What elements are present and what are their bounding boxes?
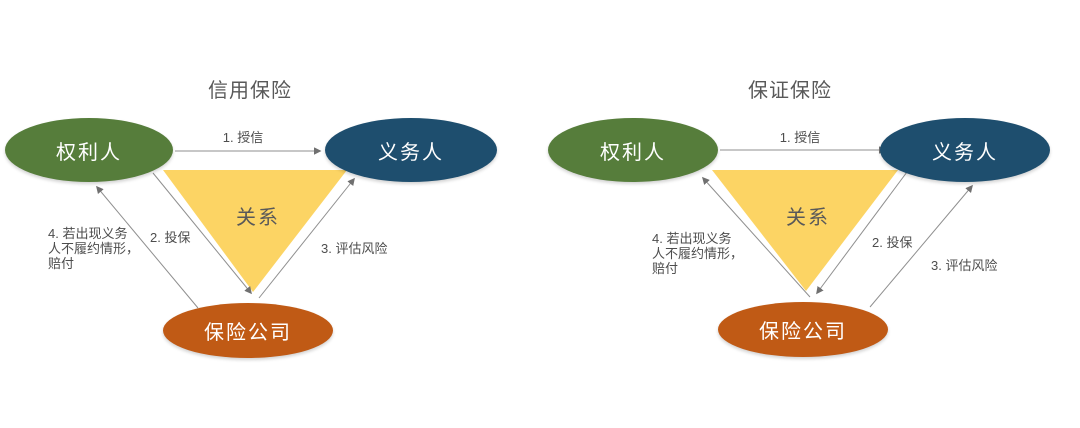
arrow-label-compensate: 4. 若出现义务 人不履约情形， 赔付 <box>652 231 748 276</box>
relationship-triangle <box>712 170 898 291</box>
node-obligee-label: 权利人 <box>600 141 666 164</box>
node-obligor-label: 义务人 <box>378 141 444 164</box>
compensate-line-2: 人不履约情形， <box>48 241 140 256</box>
compensate-line-1: 4. 若出现义务 <box>48 226 128 241</box>
compensate-line-1: 4. 若出现义务 <box>652 231 732 246</box>
triangle-label: 关系 <box>786 207 830 229</box>
arrow-compensate <box>701 176 811 298</box>
arrow-label-grant-credit: 1. 授信 <box>222 130 264 145</box>
connector-layer <box>96 147 355 309</box>
node-obligor: 义务人 <box>880 118 1050 182</box>
compensate-line-3: 赔付 <box>48 256 75 271</box>
arrow-label-assess-risk: 3. 评估风险 <box>321 241 388 256</box>
diagram-title: 保证保险 <box>748 80 832 102</box>
arrow-insure <box>816 171 908 295</box>
node-insurer-label: 保险公司 <box>759 321 847 343</box>
node-obligee: 权利人 <box>548 118 718 182</box>
diagram-title: 信用保险 <box>208 80 292 102</box>
node-obligee-label: 权利人 <box>56 141 122 164</box>
arrow-label-insure: 2. 投保 <box>872 235 913 250</box>
node-obligee: 权利人 <box>5 118 173 182</box>
compensate-line-2: 人不履约情形， <box>652 246 744 261</box>
connector-layer <box>701 146 973 308</box>
compensate-line-3: 赔付 <box>652 261 679 276</box>
arrow-label-grant-credit: 1. 授信 <box>779 130 821 145</box>
relationship-triangle <box>163 170 347 292</box>
node-insurer-label: 保险公司 <box>204 322 292 344</box>
arrow-compensate <box>96 185 199 309</box>
arrow-assess-risk <box>869 184 973 308</box>
arrow-label-compensate: 4. 若出现义务 人不履约情形， 赔付 <box>48 226 144 271</box>
diagram-guarantee-insurance: 保证保险 权利人 义务人 保险公司 关系 1. 授信 2. 投保 3. 评估风险… <box>540 0 1080 428</box>
node-insurer: 保险公司 <box>163 303 333 358</box>
arrow-label-assess-risk: 3. 评估风险 <box>931 258 998 273</box>
triangle-label: 关系 <box>236 207 280 229</box>
arrow-label-insure: 2. 投保 <box>150 230 191 245</box>
arrow-insure <box>152 172 252 295</box>
node-insurer: 保险公司 <box>718 302 888 357</box>
diagram-credit-insurance: 信用保险 权利人 义务人 保险公司 关系 1. 授信 2. 投保 3. 评估风险… <box>5 80 497 358</box>
node-obligor: 义务人 <box>325 118 497 182</box>
node-obligor-label: 义务人 <box>932 141 998 164</box>
arrow-assess-risk <box>258 177 355 299</box>
